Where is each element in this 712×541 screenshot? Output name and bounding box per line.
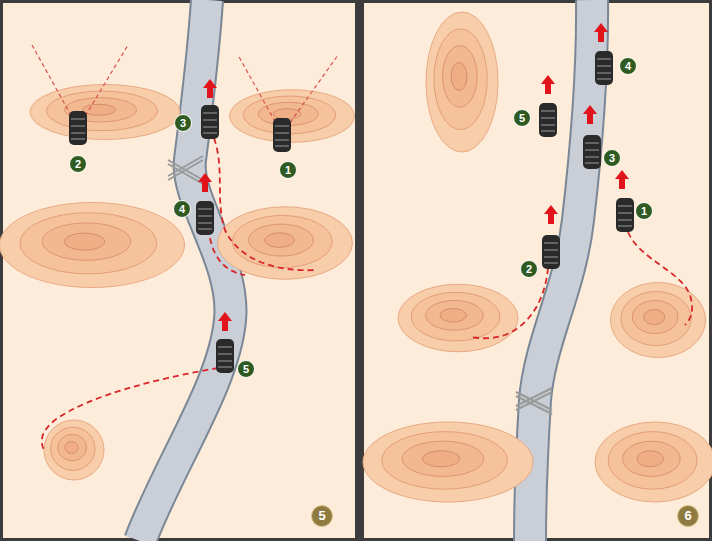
callout-text: 5 [318,508,325,523]
callout-text: 4 [625,60,631,72]
panel-number: 5 [311,505,333,527]
callout-number: 1 [635,202,653,220]
callout-number: 2 [520,260,538,278]
callout-number: 5 [513,109,531,127]
callout-text: 3 [180,117,186,129]
callout-number: 1 [279,161,297,179]
callout-text: 1 [641,205,647,217]
callout-text: 2 [75,158,81,170]
callout-text: 5 [243,363,249,375]
panel-number: 6 [677,505,699,527]
callout-text: 1 [285,164,291,176]
callout-text: 4 [179,203,185,215]
callout-number: 5 [237,360,255,378]
callout-number: 3 [603,149,621,167]
callout-number: 4 [173,200,191,218]
callout-text: 5 [519,112,525,124]
callout-text: 3 [609,152,615,164]
callout-number: 2 [69,155,87,173]
callout-text: 2 [526,263,532,275]
callout-text: 6 [684,508,691,523]
callout-number: 3 [174,114,192,132]
callout-number: 4 [619,57,637,75]
